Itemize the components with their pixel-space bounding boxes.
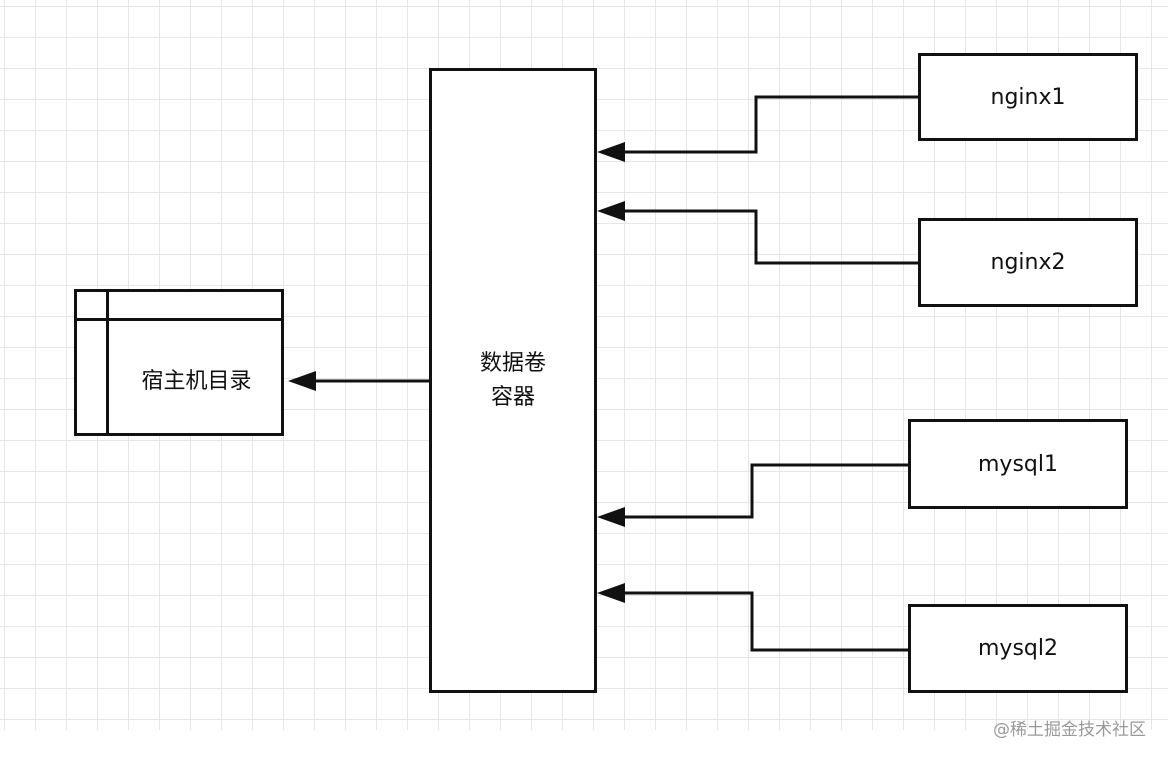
container-label: nginx2	[990, 250, 1066, 275]
container-node-mysql1[interactable]: mysql1	[908, 419, 1128, 509]
volume-container-label-line2: 容器	[490, 384, 535, 410]
host-directory-divider-vertical	[106, 289, 109, 436]
container-label: mysql2	[978, 636, 1058, 661]
volume-container-label: 数据卷 容器	[480, 347, 546, 415]
host-directory-label: 宿主机目录	[141, 368, 252, 394]
container-label: mysql1	[978, 451, 1058, 477]
container-node-nginx1[interactable]: nginx1	[918, 53, 1138, 141]
watermark: @稀土掘金技术社区	[993, 720, 1146, 740]
container-label: nginx1	[990, 84, 1066, 110]
volume-container-node[interactable]: 数据卷 容器	[429, 68, 597, 693]
container-node-mysql2[interactable]: mysql2	[908, 604, 1128, 693]
volume-container-label-line1: 数据卷	[479, 350, 546, 376]
host-directory-node[interactable]	[74, 289, 284, 436]
host-directory-divider-horizontal	[74, 318, 284, 321]
container-node-nginx2[interactable]: nginx2	[918, 218, 1138, 307]
